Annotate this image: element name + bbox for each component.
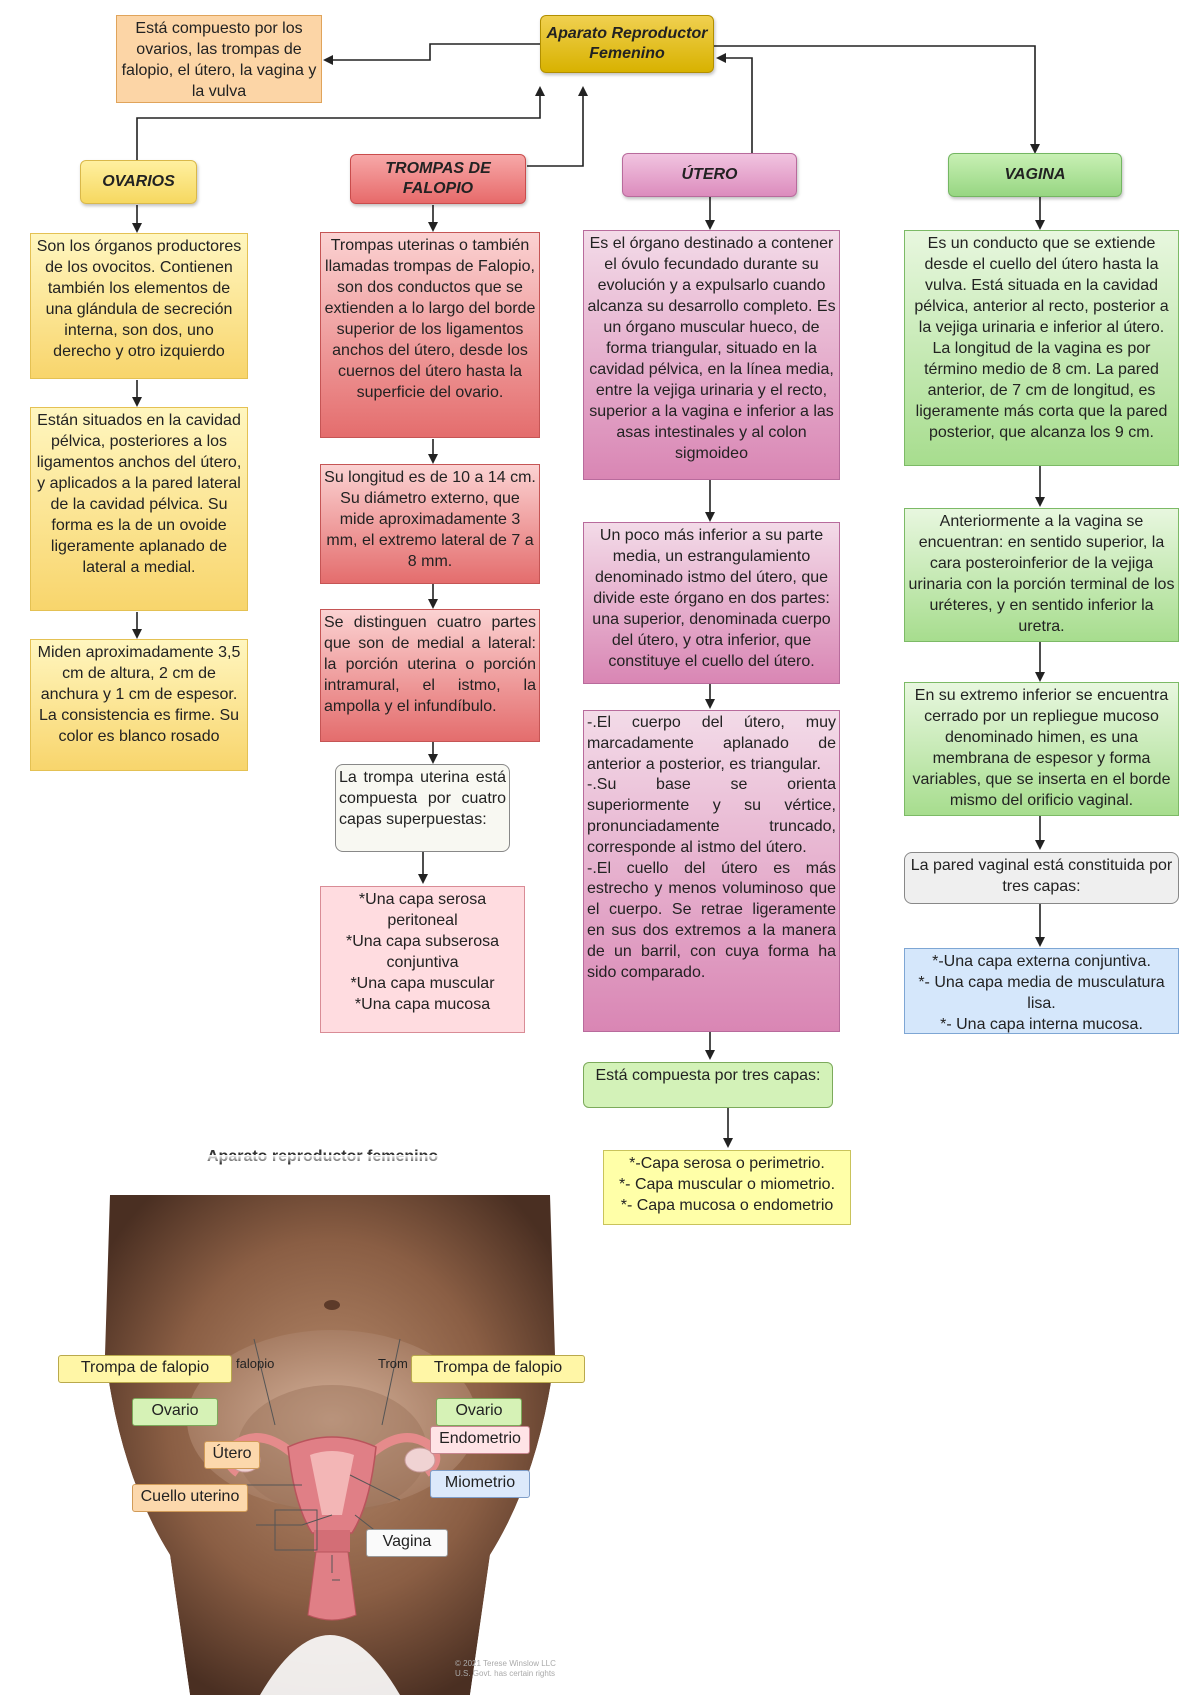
frag-label-left: falopio [236,1356,275,1371]
utero-box-1: Es el órgano destinado a contener el óvu… [583,230,840,480]
ovarios-box-2: Están situados en la cavidad pélvica, po… [30,407,248,611]
arrow-main-to-intro [323,43,540,65]
label-vagina: Vagina [366,1529,448,1557]
vagina-shape [307,1551,357,1621]
ovarios-box-3: Miden aproximadamente 3,5 cm de altura, … [30,639,248,771]
trompas-header: TROMPAS DE FALOPIO [350,154,526,204]
trompas-box-5: *Una capa serosa peritoneal *Una capa su… [320,886,525,1033]
trompas-box-1: Trompas uterinas o también llamadas trom… [320,232,540,438]
frag-label-right: Trom [378,1356,408,1371]
credit-line-2: U.S. Govt. has certain rights [455,1669,556,1678]
trompas-box-2: Su longitud es de 10 a 14 cm. Su diámetr… [320,464,540,584]
navel [324,1300,340,1310]
trompas-box-4: La trompa uterina está compuesta por cua… [335,764,510,852]
label-trompa-left: Trompa de falopio [58,1355,232,1383]
credit-line-1: © 2021 Terese Winslow LLC [455,1659,556,1668]
utero-box-5: *-Capa serosa o perimetrio. *- Capa musc… [603,1150,851,1225]
arrow-trompas-to-main [527,86,588,167]
anatomy-illustration [70,1155,590,1695]
label-ovario-right: Ovario [436,1398,522,1426]
ovary-right [404,1447,436,1473]
main-title: Aparato Reproductor Femenino [540,15,714,73]
vagina-box-4: La pared vaginal está constituida por tr… [904,852,1179,904]
vagina-header: VAGINA [948,153,1122,197]
intro-box: Está compuesto por los ovarios, las trom… [116,15,322,103]
ovarios-header: OVARIOS [80,160,197,204]
utero-box-2: Un poco más inferior a su parte media, u… [583,522,840,684]
cervix-shape [314,1530,350,1552]
trompas-box-3: Se distinguen cuatro partes que son de m… [320,609,540,742]
vagina-box-1: Es un conducto que se extiende desde el … [904,230,1179,466]
label-trompa-right: Trompa de falopio [411,1355,585,1383]
utero-header: ÚTERO [622,153,797,197]
label-ovario-left: Ovario [132,1398,218,1426]
label-cuello-uterino: Cuello uterino [132,1484,248,1512]
label-miometrio: Miometrio [430,1470,530,1498]
label-endometrio: Endometrio [430,1426,530,1454]
vagina-box-5: *-Una capa externa conjuntiva. *- Una ca… [904,948,1179,1034]
utero-box-3: -.El cuerpo del útero, muy marcadamente … [583,710,840,1032]
label-utero: Útero [204,1441,260,1469]
ovarios-box-1: Son los órganos productores de los ovoci… [30,233,248,379]
utero-box-4: Está compuesta por tres capas: [583,1062,833,1108]
vagina-box-3: En su extremo inferior se encuentra cerr… [904,682,1179,816]
arrow-ovarios-to-main [136,86,545,160]
vagina-box-2: Anteriormente a la vagina se encuentran:… [904,508,1179,642]
arrow-main-to-vagina [712,45,1040,154]
arrow-utero-to-main [716,53,753,155]
